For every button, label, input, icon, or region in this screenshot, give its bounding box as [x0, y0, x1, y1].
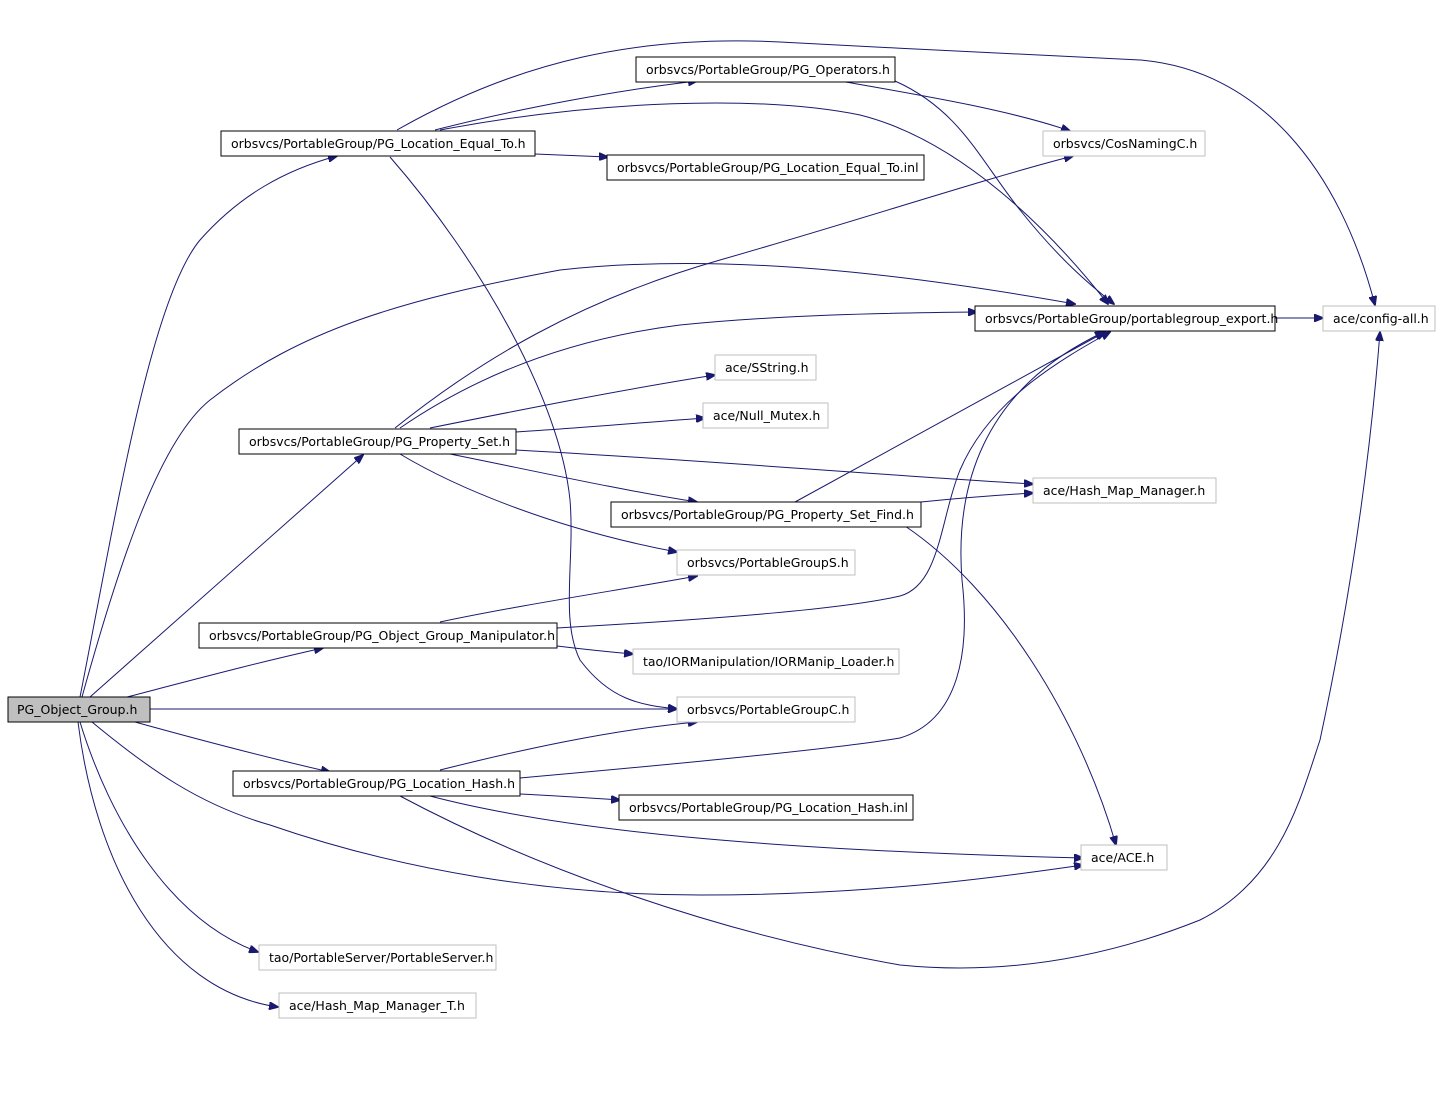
- node-label: ace/SString.h: [725, 360, 809, 375]
- edge-root-to-property-set: [89, 455, 363, 698]
- edge-location-equal-to-to-portablegroup-export: [439, 102, 1108, 304]
- node-label: ace/Hash_Map_Manager_T.h: [289, 998, 465, 1013]
- node-label: tao/IORManipulation/IORManip_Loader.h: [643, 654, 894, 669]
- node-portable-group-s-h[interactable]: orbsvcs/PortableGroupS.h: [676, 549, 856, 576]
- node-label: ace/Null_Mutex.h: [713, 408, 820, 423]
- edge-root-to-object-group-manipulator: [126, 648, 323, 698]
- node-pg-object-group-manipulator-h[interactable]: orbsvcs/PortableGroup/PG_Object_Group_Ma…: [198, 622, 558, 649]
- node-label: orbsvcs/PortableGroup/PG_Location_Equal_…: [231, 136, 526, 151]
- edge-manipulator-to-iormanip-loader: [556, 645, 633, 654]
- node-label: orbsvcs/PortableGroup/portablegroup_expo…: [985, 311, 1278, 326]
- edge-root-to-location-hash: [134, 721, 330, 772]
- node-label: orbsvcs/PortableGroup/PG_Location_Hash.i…: [629, 800, 908, 815]
- edge-location-equal-to-to-operators: [434, 81, 697, 131]
- node-label: orbsvcs/PortableGroup/PG_Object_Group_Ma…: [209, 628, 555, 643]
- edge-property-set-find-to-hash-map-manager: [920, 493, 1033, 503]
- node-label: orbsvcs/PortableGroup/PG_Operators.h: [646, 62, 890, 77]
- node-portable-server-h[interactable]: tao/PortableServer/PortableServer.h: [258, 944, 497, 971]
- edge-root-to-portable-server: [79, 721, 258, 952]
- edge-property-set-to-property-set-find: [449, 453, 697, 502]
- edge-property-set-to-portable-group-s: [399, 453, 677, 552]
- nodes: PG_Object_Group.h orbsvcs/PortableGroup/…: [7, 56, 1436, 1019]
- node-label: orbsvcs/PortableGroup/PG_Property_Set.h: [249, 434, 510, 449]
- edge-manipulator-to-portablegroup-export: [556, 332, 1110, 629]
- node-sstring-h[interactable]: ace/SString.h: [714, 354, 817, 381]
- edge-property-set-find-to-portablegroup-export: [794, 332, 1105, 503]
- node-label: tao/PortableServer/PortableServer.h: [269, 950, 493, 965]
- node-pg-object-group[interactable]: PG_Object_Group.h: [7, 696, 151, 723]
- node-ace-h[interactable]: ace/ACE.h: [1080, 844, 1168, 871]
- node-hash-map-manager-h[interactable]: ace/Hash_Map_Manager.h: [1032, 477, 1217, 504]
- edge-property-set-to-hash-map-manager: [515, 449, 1033, 484]
- node-label: orbsvcs/PortableGroupC.h: [687, 702, 849, 717]
- edge-property-set-find-to-ace: [904, 525, 1116, 845]
- edge-operators-to-portablegroup-export: [894, 80, 1114, 304]
- edge-property-set-to-portablegroup-export: [399, 312, 977, 429]
- node-label: ace/ACE.h: [1091, 850, 1154, 865]
- node-label: orbsvcs/PortableGroup/PG_Location_Equal_…: [617, 160, 919, 175]
- node-pg-location-equal-to-h[interactable]: orbsvcs/PortableGroup/PG_Location_Equal_…: [220, 130, 536, 157]
- edge-location-hash-to-ace: [429, 795, 1083, 858]
- edge-root-to-hash-map-manager-t: [77, 721, 278, 1007]
- node-portablegroup-export-h[interactable]: orbsvcs/PortableGroup/portablegroup_expo…: [974, 305, 1278, 332]
- node-pg-operators-h[interactable]: orbsvcs/PortableGroup/PG_Operators.h: [635, 56, 896, 83]
- node-portable-group-c-h[interactable]: orbsvcs/PortableGroupC.h: [676, 696, 856, 723]
- edge-property-set-to-null-mutex: [515, 418, 705, 433]
- edge-root-to-portablegroup-export: [81, 262, 1075, 698]
- node-pg-location-hash-h[interactable]: orbsvcs/PortableGroup/PG_Location_Hash.h: [232, 770, 521, 797]
- node-hash-map-manager-t-h[interactable]: ace/Hash_Map_Manager_T.h: [278, 992, 477, 1019]
- node-pg-property-set-find-h[interactable]: orbsvcs/PortableGroup/PG_Property_Set_Fi…: [610, 501, 922, 528]
- node-pg-location-hash-inl[interactable]: orbsvcs/PortableGroup/PG_Location_Hash.i…: [618, 794, 914, 821]
- node-label: orbsvcs/PortableGroup/PG_Property_Set_Fi…: [621, 507, 914, 522]
- edge-property-set-to-sstring: [429, 375, 715, 429]
- edge-location-hash-to-portablegroup-export: [519, 332, 1104, 779]
- edge-location-equal-to-to-portable-group-c: [389, 156, 677, 709]
- node-iormanip-loader-h[interactable]: tao/IORManipulation/IORManip_Loader.h: [632, 648, 900, 675]
- edge-location-equal-to-to-config-all: [396, 40, 1375, 305]
- edge-location-hash-to-hash-inl: [519, 793, 620, 800]
- edge-operators-to-cos-naming: [839, 80, 1070, 131]
- edge-property-set-to-cos-naming: [394, 156, 1073, 429]
- node-pg-location-equal-to-inl[interactable]: orbsvcs/PortableGroup/PG_Location_Equal_…: [606, 154, 925, 181]
- node-label: PG_Object_Group.h: [17, 702, 137, 717]
- edge-location-equal-to-to-inl: [534, 154, 608, 157]
- edges: [77, 40, 1380, 1007]
- node-label: orbsvcs/PortableGroup/PG_Location_Hash.h: [243, 776, 515, 791]
- node-config-all-h[interactable]: ace/config-all.h: [1322, 305, 1436, 332]
- edge-location-hash-to-portable-group-c: [439, 722, 697, 771]
- edge-root-to-location-equal-to: [79, 156, 337, 698]
- node-label: ace/Hash_Map_Manager.h: [1043, 483, 1205, 498]
- edge-root-to-ace: [91, 721, 1083, 896]
- node-pg-property-set-h[interactable]: orbsvcs/PortableGroup/PG_Property_Set.h: [238, 428, 517, 455]
- edge-manipulator-to-portable-group-s: [439, 576, 697, 623]
- node-label: ace/config-all.h: [1333, 311, 1429, 326]
- node-cos-naming-c-h[interactable]: orbsvcs/CosNamingC.h: [1042, 130, 1206, 157]
- node-label: orbsvcs/PortableGroupS.h: [687, 555, 849, 570]
- node-label: orbsvcs/CosNamingC.h: [1053, 136, 1197, 151]
- edge-location-hash-to-config-all: [399, 332, 1380, 969]
- node-null-mutex-h[interactable]: ace/Null_Mutex.h: [702, 402, 829, 429]
